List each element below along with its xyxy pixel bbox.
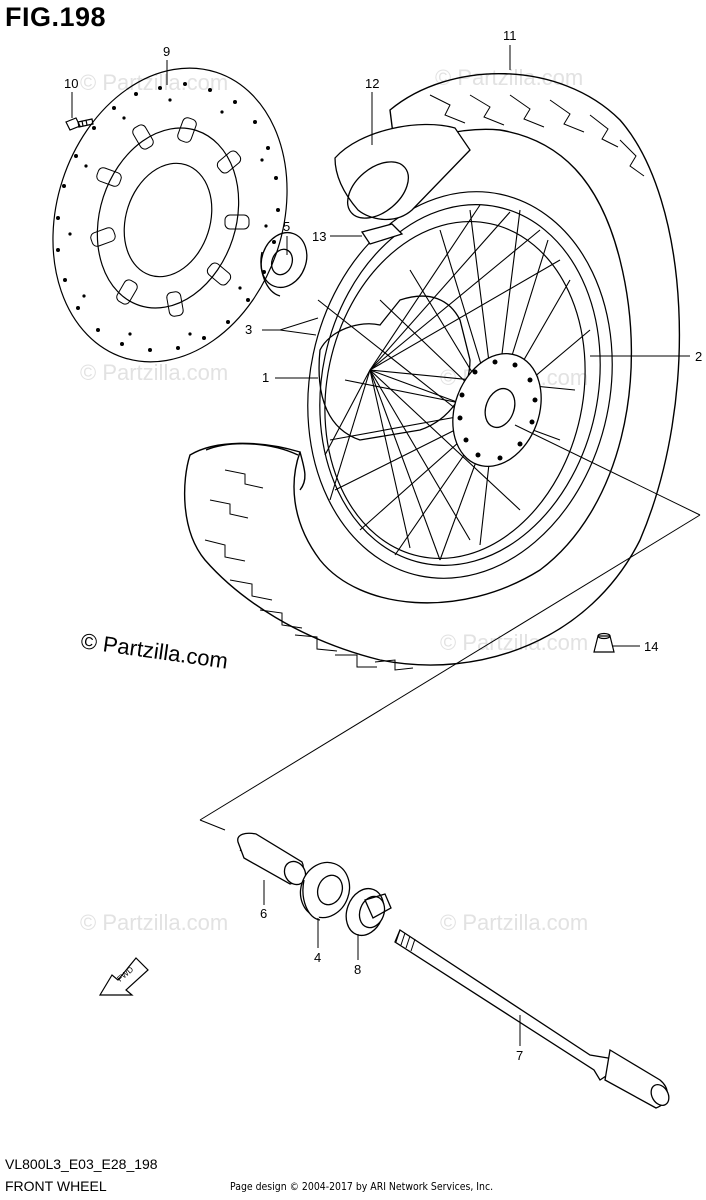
section-name: FRONT WHEEL	[5, 1178, 107, 1194]
callout-6: 6	[260, 906, 267, 921]
callout-2: 2	[695, 349, 702, 364]
valve-cap	[593, 632, 615, 653]
model-code: VL800L3_E03_E28_198	[5, 1156, 158, 1172]
callout-3: 3	[245, 322, 252, 337]
front-axle	[394, 929, 670, 1109]
callout-8: 8	[354, 962, 361, 977]
callout-14: 14	[644, 639, 658, 654]
callout-12: 12	[365, 76, 379, 91]
watermark-text: © Partzilla.com	[80, 70, 228, 95]
disc-bolt	[65, 117, 94, 131]
watermark-text: © Partzilla.com	[80, 360, 228, 385]
oil-seal	[345, 887, 392, 937]
callout-labels: 1 2 3 4 5 6 7 8 9 10 11 12 13 14	[64, 28, 702, 1063]
wheel-hub	[318, 295, 542, 468]
spacer-collar	[237, 832, 307, 886]
leader-lines	[71, 45, 690, 1046]
spokes	[317, 204, 591, 561]
faint-watermarks: © Partzilla.com © Partzilla.com © Partzi…	[80, 65, 588, 935]
callout-10: 10	[64, 76, 78, 91]
page-credit: Page design © 2004-2017 by ARI Network S…	[230, 1180, 494, 1193]
tire	[183, 72, 681, 671]
bearing-lower	[299, 861, 351, 921]
rim-band	[334, 123, 471, 245]
watermark-text: © Partzilla.com	[80, 910, 228, 935]
callout-7: 7	[516, 1048, 523, 1063]
callout-4: 4	[314, 950, 321, 965]
brake-disc	[52, 67, 288, 363]
forward-arrow-icon: FWD	[98, 957, 149, 996]
callout-1: 1	[262, 370, 269, 385]
callout-5: 5	[283, 219, 290, 234]
bearing-upper	[260, 231, 308, 297]
callout-9: 9	[163, 44, 170, 59]
partzilla-watermark: © Partzilla.com	[79, 628, 229, 673]
callout-11: 11	[503, 28, 517, 43]
assembly-guide-lines	[199, 424, 701, 831]
callout-13: 13	[312, 229, 326, 244]
wheel-rim	[307, 191, 613, 579]
figure-title: FIG.198	[5, 2, 107, 32]
watermark-text: © Partzilla.com	[440, 910, 588, 935]
